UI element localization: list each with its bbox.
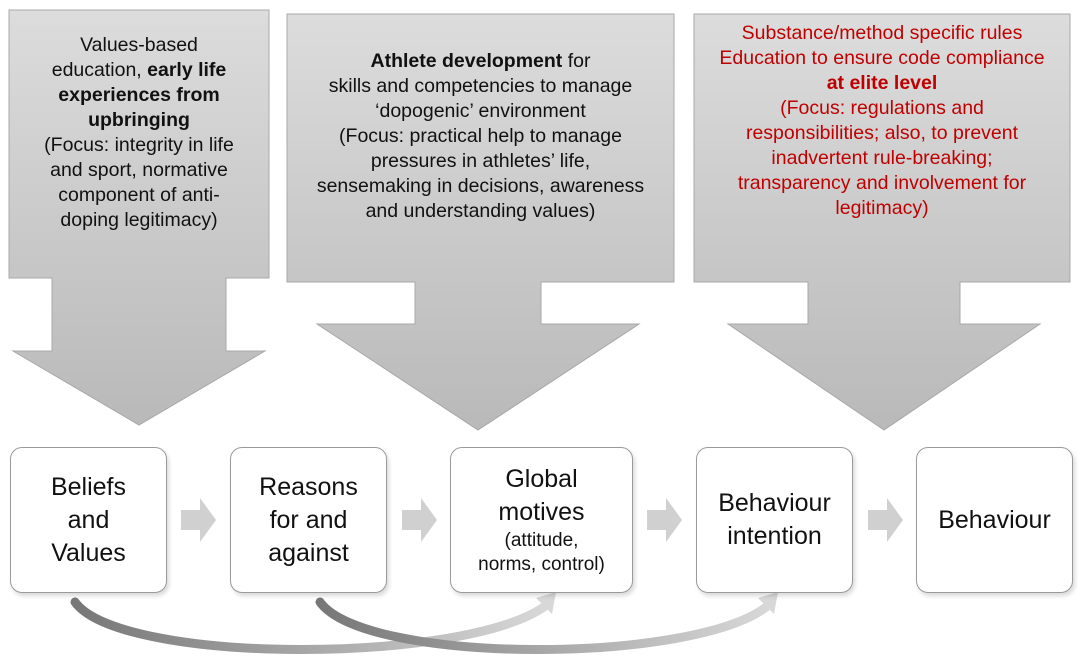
callout-text-segment: experiences from xyxy=(58,84,220,106)
box-label-line: intention xyxy=(727,522,822,550)
box-label-line: against xyxy=(268,538,349,567)
callout-line: inadvertent rule-breaking; xyxy=(694,146,1070,171)
box-label-line: Global xyxy=(505,465,578,493)
box-label-line: for and xyxy=(269,505,348,534)
curved-arrow-2 xyxy=(315,597,775,654)
callout-line: doping legitimacy) xyxy=(9,208,269,233)
callout-line: (Focus: practical help to manage xyxy=(287,124,674,149)
callout-text-segment: (Focus: integrity in life xyxy=(44,134,234,156)
callout-text-segment: for xyxy=(562,50,591,72)
callout-line: legitimacy) xyxy=(694,196,1070,221)
callout-line: Values-based xyxy=(9,33,269,58)
callout-text-segment: early life xyxy=(147,59,227,81)
callout-line: education, early life xyxy=(9,58,269,83)
box-label-line: Behaviour xyxy=(718,489,831,517)
callout-text-segment: responsibilities; also, to prevent xyxy=(745,122,1019,144)
callout-line: (Focus: regulations and xyxy=(694,96,1070,121)
callout-shape-2 xyxy=(286,13,675,431)
callout-text-segment: and understanding values) xyxy=(365,200,596,222)
callout-line: skills and competencies to manage xyxy=(287,74,674,99)
curved-arrow-2-head xyxy=(758,592,778,614)
callout-line: pressures in athletes’ life, xyxy=(287,149,674,174)
callout-text-segment: (Focus: practical help to manage xyxy=(339,125,622,147)
flow-arrow-4 xyxy=(868,498,903,542)
flow-arrow-2 xyxy=(402,498,437,542)
callout-line: Substance/method specific rules xyxy=(694,21,1070,46)
callout-text-segment: Education to ensure code compliance xyxy=(719,47,1045,69)
callout-line: and understanding values) xyxy=(287,199,674,224)
callout-line: at elite level xyxy=(694,71,1070,96)
callout-text-segment: education, xyxy=(51,59,148,81)
box-label-line: Values xyxy=(51,538,126,567)
callout-text-segment: component of anti- xyxy=(58,184,220,206)
callout-text-segment: inadvertent rule-breaking; xyxy=(771,147,993,169)
box-reasons: Reasons for and against xyxy=(230,447,387,593)
callout-line: experiences from xyxy=(9,83,269,108)
callout-line: transparency and involvement for xyxy=(694,171,1070,196)
callout-text-segment: upbringing xyxy=(88,109,190,131)
callout-line: responsibilities; also, to prevent xyxy=(694,121,1070,146)
box-label-line: Beliefs xyxy=(50,472,127,501)
box-sublabel-line: norms, control) xyxy=(478,554,605,575)
callout-text-segment: Substance/method specific rules xyxy=(741,22,1023,44)
callout-line: Athlete development for xyxy=(287,49,674,74)
callout-text-segment: Athlete development xyxy=(370,50,563,72)
callout-shape-1 xyxy=(8,9,270,426)
callout-line: upbringing xyxy=(9,108,269,133)
callout-text-segment: pressures in athletes’ life, xyxy=(370,150,591,172)
callout-line: ‘dopogenic’ environment xyxy=(287,99,674,124)
callout-shape-3 xyxy=(693,13,1071,431)
callout-text-segment: (Focus: regulations and xyxy=(780,97,984,119)
callout-text-segment: at elite level xyxy=(826,72,938,94)
box-label-line: and xyxy=(67,505,110,534)
callout-text-segment: legitimacy) xyxy=(835,197,929,219)
curved-arrow-1 xyxy=(70,597,553,654)
callout-line: Education to ensure code compliance xyxy=(694,46,1070,71)
callout-line: and sport, normative xyxy=(9,158,269,183)
box-behaviour: Behaviour xyxy=(916,447,1073,593)
box-behaviour-intention: Behaviour intention xyxy=(696,447,853,593)
box-label-line: motives xyxy=(498,498,585,526)
callout-text-segment: skills and competencies to manage xyxy=(328,75,633,97)
callout-text-segment: transparency and involvement for xyxy=(737,172,1027,194)
flow-arrow-3 xyxy=(647,498,682,542)
callout-line: sensemaking in decisions, awareness xyxy=(287,174,674,199)
callout-line: component of anti- xyxy=(9,183,269,208)
callout-line: (Focus: integrity in life xyxy=(9,133,269,158)
callout-text-segment: and sport, normative xyxy=(50,159,228,181)
box-sublabel-line: (attitude, xyxy=(504,530,579,551)
box-global-motives: Global motives (attitude, norms, control) xyxy=(450,447,633,593)
callout-text-segment: doping legitimacy) xyxy=(60,209,218,231)
curved-arrow-1-head xyxy=(536,592,556,614)
flow-arrow-1 xyxy=(181,498,216,542)
callout-text-segment: ‘dopogenic’ environment xyxy=(375,100,586,122)
box-label-line: Behaviour xyxy=(938,505,1051,534)
callout-text-segment: sensemaking in decisions, awareness xyxy=(316,175,645,197)
callout-text-segment: Values-based xyxy=(80,34,198,56)
box-label-line: Reasons xyxy=(259,472,358,501)
